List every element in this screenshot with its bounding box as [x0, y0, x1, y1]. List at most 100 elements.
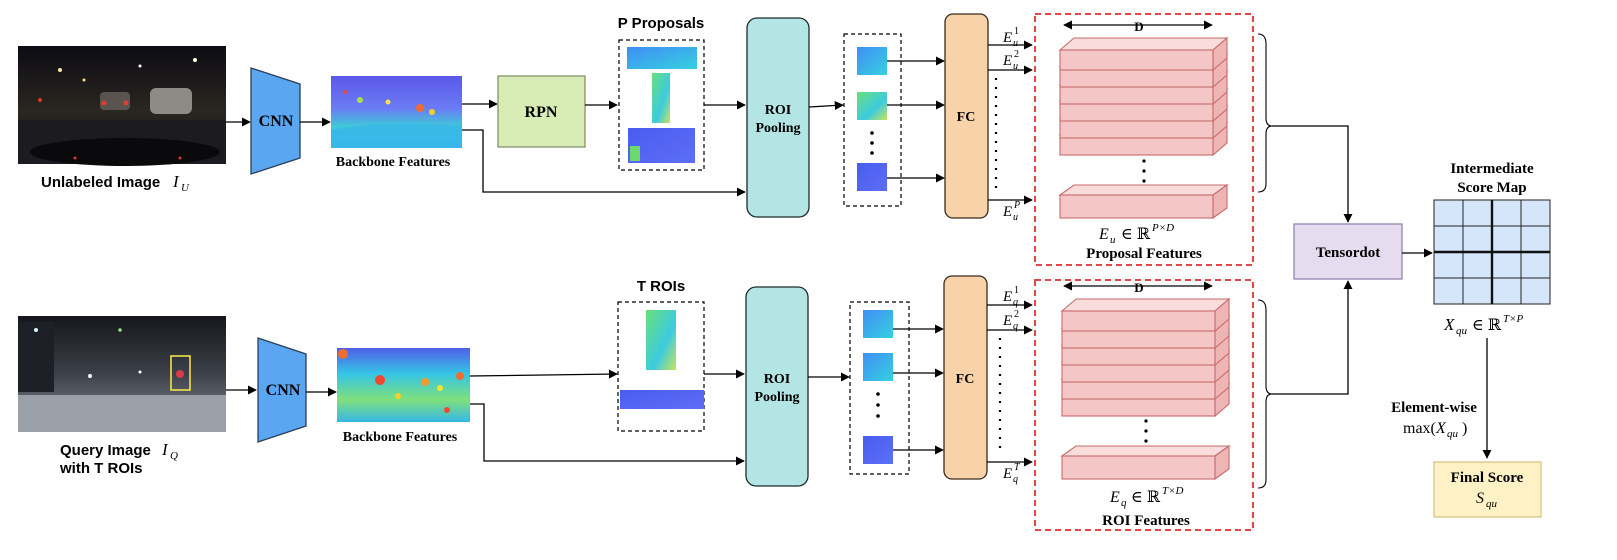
score-map-cell — [1462, 277, 1493, 305]
roi-feature-stack — [1060, 297, 1231, 418]
bottom-pooled-box — [849, 301, 910, 475]
bottom-cnn-block — [257, 337, 307, 443]
svg-text:T: T — [1014, 462, 1021, 473]
bottom-cnn-label: CNN — [266, 382, 301, 399]
proposal-features-box — [1034, 13, 1254, 266]
score-map-formula: X — [1443, 315, 1455, 334]
bottom-fc-block — [943, 275, 988, 480]
top-fc-block — [944, 13, 989, 219]
final-score-block — [1433, 461, 1542, 518]
svg-text:q: q — [1121, 497, 1127, 509]
bottom-emb-1: E — [1002, 289, 1012, 305]
score-map-cell — [1491, 199, 1522, 227]
svg-text:X: X — [1435, 420, 1447, 437]
top-backbone-heatmap — [331, 76, 462, 148]
bottom-emb-2: E — [1002, 313, 1012, 329]
top-pooled-patch-1 — [857, 47, 887, 75]
final-score-label: Final Score — [1451, 470, 1524, 486]
svg-text:∈ ℝ: ∈ ℝ — [1472, 317, 1502, 334]
svg-text:∈ ℝ: ∈ ℝ — [1121, 226, 1151, 243]
bottom-roi-pooling-block — [745, 286, 809, 487]
score-map-cell — [1520, 225, 1551, 253]
unlabeled-image — [18, 46, 226, 166]
bottom-roi-pooling-line2: Pooling — [754, 390, 799, 405]
score-map-cell — [1433, 225, 1464, 253]
score-map-cell — [1462, 225, 1493, 253]
roi-patch-2 — [620, 390, 704, 409]
proposal-feature-stack — [1058, 36, 1229, 157]
tensordot-block — [1293, 223, 1403, 280]
unlabeled-image-label: Unlabeled Image — [41, 174, 160, 191]
score-map-cell — [1462, 199, 1493, 227]
score-map-title-line2: Score Map — [1457, 180, 1526, 196]
bottom-roi-pooling-line1: ROI — [764, 372, 790, 387]
score-map-cell — [1433, 251, 1464, 279]
svg-text:qu: qu — [1456, 325, 1468, 337]
bottom-backbone-label: Backbone Features — [343, 430, 458, 445]
roi-features-title: ROI Features — [1102, 513, 1190, 529]
svg-text:T×P: T×P — [1503, 313, 1524, 325]
score-map-cell — [1433, 277, 1464, 305]
top-roi-pooling-line2: Pooling — [755, 121, 800, 136]
rpn-block — [497, 75, 586, 148]
svg-text:1: 1 — [1014, 26, 1019, 37]
roi-features-box — [1034, 279, 1254, 531]
rpn-label: RPN — [525, 104, 558, 121]
score-map-cell — [1462, 251, 1493, 279]
svg-text:q: q — [1013, 321, 1018, 332]
score-map-cell — [1491, 277, 1522, 305]
proposal-feature-last-slab — [1058, 183, 1229, 220]
top-dim-label: D — [1134, 19, 1143, 34]
query-roi-box — [170, 355, 191, 391]
svg-text:u: u — [1013, 38, 1018, 49]
svg-text:∈ ℝ: ∈ ℝ — [1131, 489, 1161, 506]
max-operator: max( — [1403, 420, 1436, 437]
svg-text:2: 2 — [1014, 309, 1019, 320]
top-emb-2: E — [1002, 53, 1012, 69]
query-image-label-line1: Query Image — [60, 442, 151, 459]
svg-text:2: 2 — [1014, 49, 1019, 60]
query-image-symbol: I — [161, 440, 169, 459]
bottom-fc-label: FC — [956, 372, 975, 387]
final-score-symbol: S — [1476, 490, 1484, 507]
svg-text:u: u — [1013, 61, 1018, 72]
top-fc-label: FC — [957, 110, 976, 125]
svg-text:P: P — [1013, 200, 1020, 211]
top-pooled-box — [843, 33, 902, 207]
proposals-title: P Proposals — [618, 15, 704, 32]
top-pooled-patch-2 — [857, 92, 887, 120]
score-map-cell — [1433, 199, 1464, 227]
top-pooled-patch-3 — [857, 163, 887, 191]
svg-text:T×D: T×D — [1162, 485, 1184, 497]
tensordot-label: Tensordot — [1316, 245, 1380, 261]
unlabeled-image-symbol-sub: U — [181, 182, 190, 194]
svg-text:u: u — [1110, 234, 1116, 246]
top-backbone-label: Backbone Features — [336, 155, 451, 170]
score-map-cell — [1491, 225, 1522, 253]
rois-title: T ROIs — [637, 278, 685, 295]
top-cnn-block — [250, 67, 301, 175]
proposal-patch-2 — [652, 73, 670, 123]
query-image — [18, 316, 226, 432]
svg-text:1: 1 — [1014, 285, 1019, 296]
score-map-cell — [1520, 199, 1551, 227]
feature-slab — [1060, 297, 1231, 333]
svg-text:u: u — [1013, 212, 1018, 223]
proposal-features-formula: E — [1098, 226, 1109, 243]
top-emb-1: E — [1002, 30, 1012, 46]
top-roi-pooling-block — [746, 17, 810, 218]
bottom-dim-label: D — [1134, 280, 1143, 295]
feature-slab — [1058, 36, 1229, 72]
score-map-cell — [1520, 251, 1551, 279]
score-map-cell — [1491, 251, 1522, 279]
bottom-backbone-heatmap — [337, 348, 470, 422]
bottom-brace — [1257, 299, 1273, 489]
score-map-title-line1: Intermediate — [1450, 161, 1534, 177]
roi-features-formula: E — [1109, 489, 1120, 506]
rois-box — [617, 301, 705, 432]
top-cnn-label: CNN — [259, 113, 294, 130]
svg-text:P×D: P×D — [1151, 222, 1174, 234]
query-image-label-line2: with T ROIs — [59, 460, 143, 477]
score-map-cell — [1520, 277, 1551, 305]
